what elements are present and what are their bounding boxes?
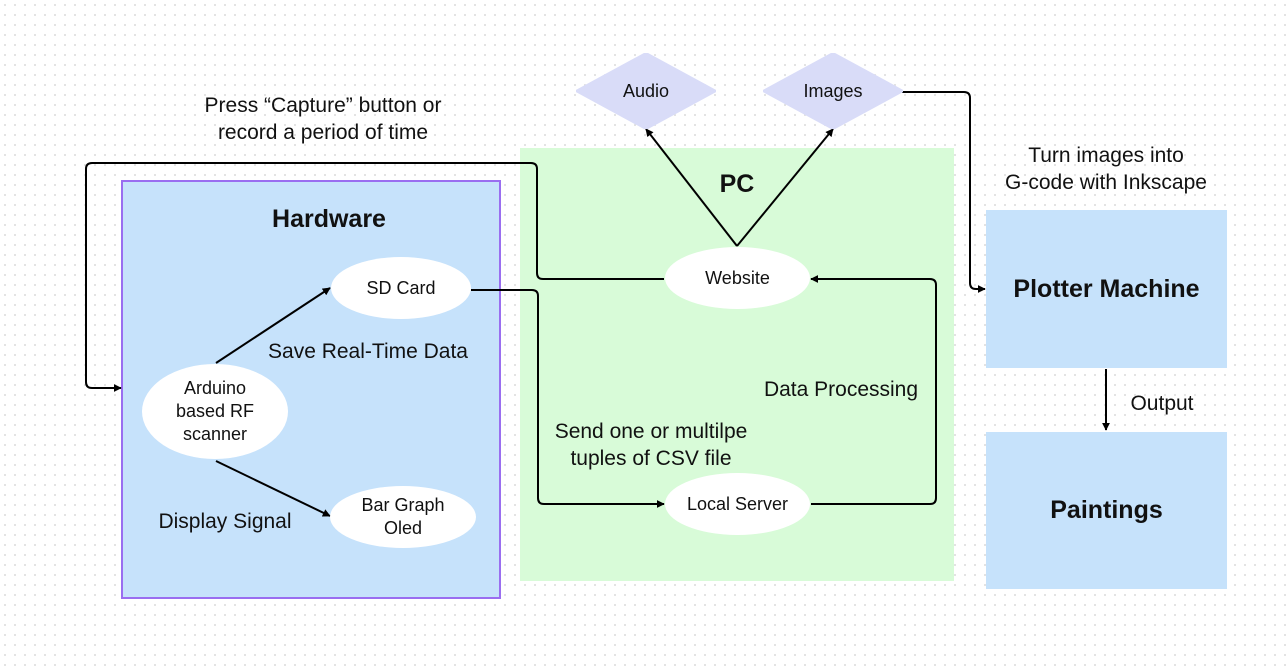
arduino-label: Arduino based RF scanner <box>175 378 255 444</box>
bar-graph-oled-node: Bar Graph Oled <box>330 486 476 548</box>
gcode-label: Turn images into G-code with Inkscape <box>1005 144 1207 194</box>
images-label: Images <box>803 80 863 101</box>
audio-label: Audio <box>622 80 670 101</box>
diamond-shape-audio <box>576 53 716 129</box>
paintings-label: Paintings <box>1050 496 1163 524</box>
arrow-localserver-to-website <box>810 275 937 505</box>
local-server-label: Local Server <box>686 493 789 514</box>
arrow-website-to-images <box>736 128 834 247</box>
images-node: Images <box>763 53 903 129</box>
data-processing-label: Data Processing <box>763 378 919 401</box>
plotter-machine-label: Plotter Machine <box>1013 274 1200 303</box>
arrow-images-to-plotter <box>902 91 986 293</box>
diamond-shape-images <box>763 53 903 129</box>
arrow-arduino-to-bargraph <box>215 460 331 517</box>
hardware-title: Hardware <box>272 205 386 233</box>
local-server-node: Local Server <box>665 473 810 535</box>
website-label: Website <box>705 267 770 288</box>
website-node: Website <box>665 247 810 309</box>
arduino-node: Arduino based RF scanner <box>142 364 288 459</box>
sd-card-label: SD Card <box>366 277 436 298</box>
bar-graph-oled-label: Bar Graph Oled <box>361 495 445 538</box>
audio-node: Audio <box>576 53 716 129</box>
sd-card-node: SD Card <box>331 257 471 319</box>
capture-label: Press “Capture” button or record a perio… <box>204 94 442 144</box>
arrow-sdcard-to-localserver <box>471 289 665 508</box>
arrow-arduino-to-sdcard <box>215 287 331 364</box>
save-real-time-data-label: Save Real-Time Data <box>268 340 468 363</box>
arrow-website-to-arduino <box>85 162 664 392</box>
pc-title: PC <box>719 170 755 198</box>
plotter-machine-box: Plotter Machine <box>986 210 1227 368</box>
display-signal-label: Display Signal <box>158 510 292 533</box>
paintings-box: Paintings <box>986 432 1227 589</box>
arrow-website-to-audio <box>645 128 738 247</box>
send-csv-label: Send one or multilpe tuples of CSV file <box>554 420 748 470</box>
output-label: Output <box>1130 392 1194 415</box>
